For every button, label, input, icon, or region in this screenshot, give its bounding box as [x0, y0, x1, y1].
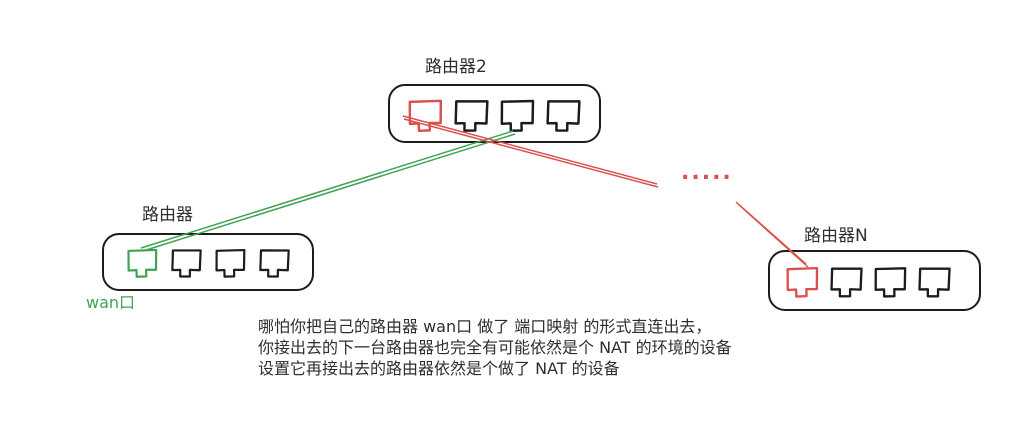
- wan-port-label: wan口: [86, 293, 136, 312]
- router-2-box: [388, 84, 601, 143]
- ethernet-port-icon: [500, 99, 535, 132]
- ethernet-port-icon: [918, 267, 951, 298]
- router-2-label: 路由器2: [425, 57, 487, 77]
- router-n-box: [768, 250, 981, 311]
- ethernet-port-icon: [546, 100, 581, 132]
- router-2-ports: [390, 86, 599, 141]
- ethernet-port-icon: [454, 100, 489, 132]
- ethernet-port-icon: [259, 249, 290, 278]
- caption-line-1: 哪怕你把自己的路由器 wan口 做了 端口映射 的形式直连出去，: [258, 317, 712, 336]
- ethernet-port-icon: [171, 249, 202, 278]
- ethernet-port-icon: [215, 248, 246, 278]
- router-left-ports: [104, 235, 312, 289]
- router-left-box: [102, 233, 314, 291]
- ethernet-port-icon: [874, 267, 907, 298]
- router-n-ports: [770, 252, 979, 309]
- ethernet-port-icon: [830, 267, 863, 298]
- router-left-label: 路由器: [142, 205, 193, 225]
- router-n-label: 路由器N: [804, 226, 868, 246]
- ellipsis-dots: .....: [681, 160, 733, 185]
- caption-line-3: 设置它再接出去的路由器依然是个做了 NAT 的设备: [258, 359, 620, 378]
- ethernet-port-icon: [408, 99, 443, 133]
- caption-line-2: 你接出去的下一台路由器也完全有可能依然是个 NAT 的环境的设备: [258, 338, 732, 357]
- ethernet-port-icon: [786, 266, 819, 298]
- ethernet-port-icon: [127, 248, 158, 278]
- caption-text: 哪怕你把自己的路由器 wan口 做了 端口映射 的形式直连出去， 你接出去的下一…: [258, 316, 732, 379]
